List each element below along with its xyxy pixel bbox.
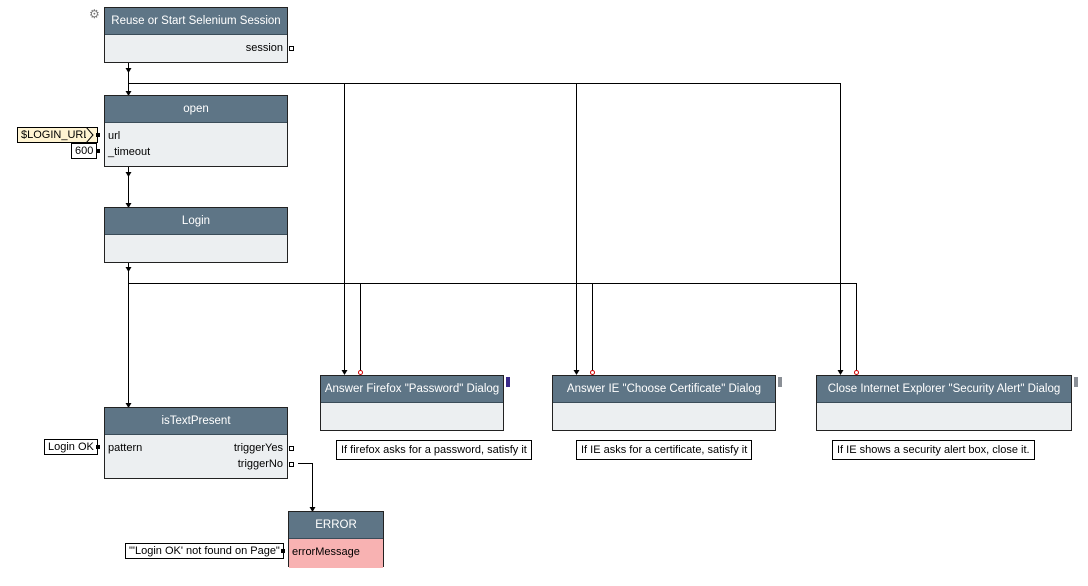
arrow-login (125, 203, 132, 208)
node-iealert-title: Close Internet Explorer "Security Alert"… (817, 376, 1071, 403)
tick-login (125, 267, 132, 272)
const-login-url-text: $LOGIN_URL (21, 129, 90, 141)
pin-open-timeout[interactable] (96, 149, 100, 153)
node-login[interactable]: Login (104, 207, 288, 263)
iealert-status-mark (1074, 377, 1078, 387)
arrow-iealert (837, 370, 844, 375)
const-pattern[interactable]: Login OK (44, 439, 98, 455)
node-ie-certificate[interactable]: Answer IE "Choose Certificate" Dialog (552, 375, 776, 431)
const-error-message-text: "'Login OK' not found on Page" (129, 545, 280, 557)
pin-error-message[interactable] (281, 549, 285, 553)
node-istextpresent[interactable]: isTextPresent pattern triggerYes trigger… (104, 407, 294, 479)
port-istext-pattern: pattern (108, 442, 143, 454)
const-timeout[interactable]: 600 (71, 143, 98, 159)
pin-triggerno[interactable] (289, 462, 294, 467)
const-error-message[interactable]: "'Login OK' not found on Page" (125, 543, 284, 559)
arrow-firefox (341, 370, 348, 375)
const-timeout-text: 600 (75, 145, 94, 157)
comment-firefox-text: If firefox asks for a password, satisfy … (341, 444, 527, 456)
node-session-title: Reuse or Start Selenium Session (105, 8, 287, 35)
const-pattern-text: Login OK (48, 441, 94, 453)
const-login-url-arrow (86, 127, 94, 143)
node-open[interactable]: open url _timeout (104, 95, 288, 167)
tick-open (125, 172, 132, 177)
node-istext-title: isTextPresent (105, 408, 287, 435)
node-error[interactable]: ERROR errorMessage (288, 511, 384, 568)
node-open-title: open (105, 96, 287, 123)
arrow-iecert (573, 370, 580, 375)
port-error-message: errorMessage (292, 546, 360, 558)
pin-open-url[interactable] (96, 133, 100, 137)
port-istext-triggerno: triggerNo (237, 458, 283, 470)
port-session-out: session (245, 42, 283, 54)
comment-iealert-text: If IE shows a security alert box, close … (837, 444, 1030, 456)
iecert-status-mark (778, 377, 782, 387)
pin-session-out[interactable] (289, 46, 294, 51)
node-session[interactable]: Reuse or Start Selenium Session session (104, 7, 294, 63)
port-istext-triggeryes: triggerYes (233, 442, 283, 454)
trigger-dot-firefox (358, 370, 363, 375)
node-iecert-title: Answer IE "Choose Certificate" Dialog (553, 376, 775, 403)
comment-iecert-text: If IE asks for a certificate, satisfy it (581, 444, 748, 456)
arrow-open (125, 91, 132, 96)
wire-login-branch (128, 283, 857, 372)
port-open-timeout: _timeout (108, 146, 151, 158)
node-firefox-title: Answer Firefox "Password" Dialog (321, 376, 503, 403)
const-login-url[interactable]: $LOGIN_URL (17, 127, 99, 143)
wire-session-branch (128, 83, 841, 374)
node-error-title: ERROR (289, 512, 383, 539)
node-ie-security-alert[interactable]: Close Internet Explorer "Security Alert"… (816, 375, 1072, 431)
trigger-dot-iealert (854, 370, 859, 375)
node-login-title: Login (105, 208, 287, 235)
gear-icon[interactable]: ⚙ (89, 7, 100, 21)
arrow-istext (125, 403, 132, 408)
tick-session (125, 68, 132, 73)
comment-ie-certificate: If IE asks for a certificate, satisfy it (576, 440, 753, 460)
comment-firefox: If firefox asks for a password, satisfy … (336, 440, 532, 460)
trigger-dot-iecert (590, 370, 595, 375)
arrow-error (309, 507, 316, 512)
comment-ie-security-alert: If IE shows a security alert box, close … (832, 440, 1035, 460)
pin-triggeryes[interactable] (289, 446, 294, 451)
port-open-url: url (108, 130, 121, 142)
node-firefox-password[interactable]: Answer Firefox "Password" Dialog (320, 375, 504, 431)
firefox-status-mark (506, 377, 510, 387)
wire-triggerno-error (298, 463, 313, 511)
pin-istext-pattern[interactable] (96, 445, 100, 449)
